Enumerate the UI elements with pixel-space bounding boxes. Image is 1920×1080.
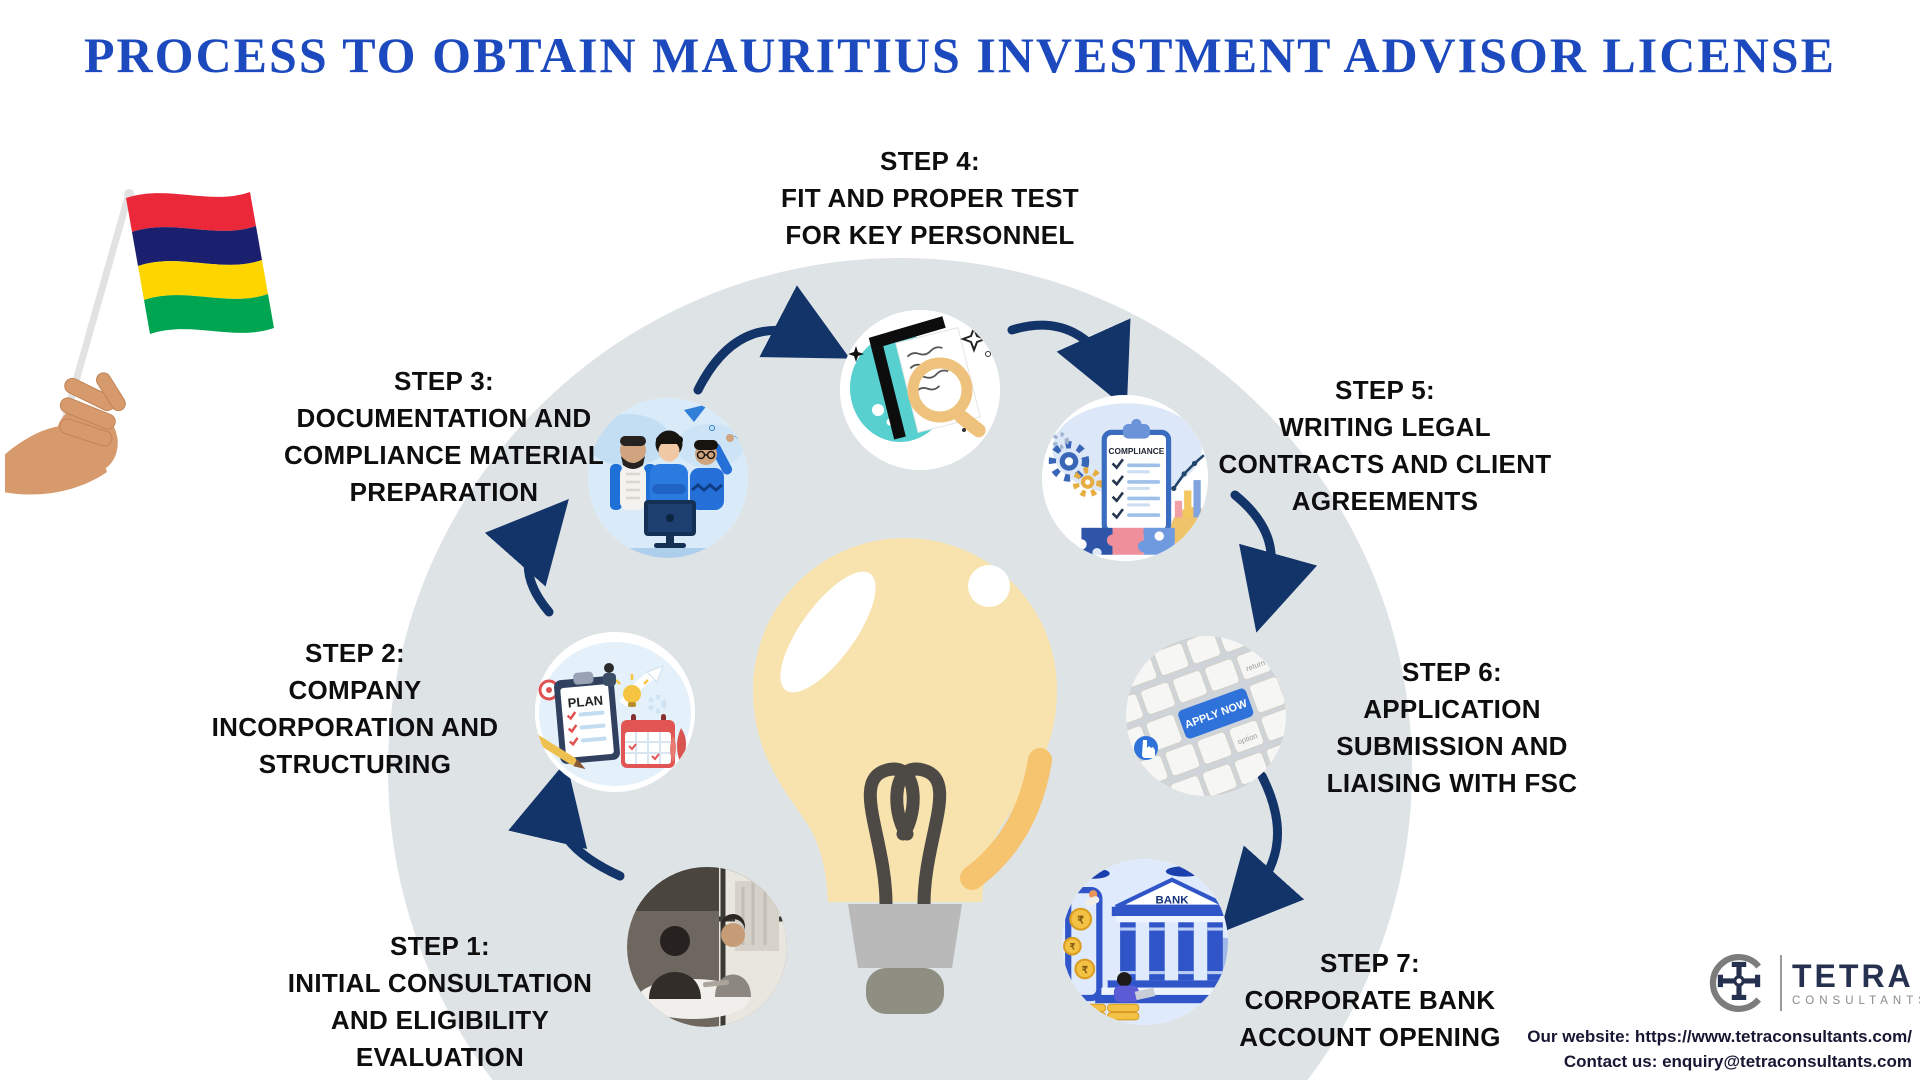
step-3-text: STEP 3: DOCUMENTATION AND COMPLIANCE MAT… [284,363,604,511]
step-label: STEP 3: [394,366,494,396]
step-line: PREPARATION [349,477,539,507]
lightbulb-icon [753,538,1057,1014]
hand [5,372,126,495]
step-line: STRUCTURING [258,749,452,779]
step-line: INCORPORATION AND [211,712,499,742]
logo-subtitle: CONSULTANTS [1792,994,1920,1007]
plan-label: PLAN [567,693,604,711]
logo-divider [1780,955,1782,1011]
step-4-text: STEP 4: FIT AND PROPER TEST FOR KEY PERS… [781,143,1079,254]
step-6-icon: return APPLY NOW option [1126,636,1286,796]
step-2-icon: PLAN [535,632,695,792]
bank-building-illustration: BANK ₹ ₹ ₹ [1062,859,1228,1025]
step-1-text: STEP 1: INITIAL CONSULTATION AND ELIGIBI… [288,928,593,1076]
page-title: PROCESS TO OBTAIN MAURITIUS INVESTMENT A… [84,27,1836,83]
step-1-icon [627,867,787,1027]
step-line: WRITING LEGAL [1279,412,1491,442]
bank-label: BANK [1155,895,1189,907]
arrow-step2-to-step3 [484,499,569,617]
step-line: FOR KEY PERSONNEL [785,220,1075,250]
mauritius-flag [5,189,274,495]
step-label: STEP 5: [1335,375,1435,405]
document-magnifier-illustration [840,310,1000,470]
step-label: STEP 4: [880,146,980,176]
step-label: STEP 2: [305,638,405,668]
arrow-step5-to-step6 [1230,490,1318,633]
step-line: ACCOUNT OPENING [1239,1022,1501,1052]
step-line: AGREEMENTS [1291,486,1479,516]
logo-name: TETRA [1792,957,1914,994]
step-line: LIAISING WITH FSC [1326,768,1578,798]
arrow-step4-to-step5 [1007,318,1131,409]
arrow-step6-to-step7 [1220,771,1305,933]
step-5-icon: COMPLIANCE [1042,395,1208,561]
tetra-consultants-logo: TETRA CONSULTANTS [1708,952,1920,1014]
footer-contact: Our website: https://www.tetraconsultant… [1527,1024,1912,1074]
compass-cross-icon [1709,954,1762,1012]
step-line: CONTRACTS AND CLIENT [1218,449,1552,479]
step-5-text: STEP 5: WRITING LEGAL CONTRACTS AND CLIE… [1219,372,1552,520]
step-line: INITIAL CONSULTATION [287,968,593,998]
step-label: STEP 7: [1320,948,1420,978]
plan-clipboard-illustration: PLAN [535,632,695,792]
step-line: AND ELIGIBILITY [330,1005,550,1035]
step-label: STEP 1: [390,931,490,961]
step-7-text: STEP 7: CORPORATE BANK ACCOUNT OPENING [1239,945,1501,1056]
step-label: STEP 6: [1402,657,1502,687]
rupee-coin-1: ₹ [1077,915,1084,926]
step-line: COMPANY [288,675,422,705]
website-text: Our website: https://www.tetraconsultant… [1527,1027,1912,1046]
rupee-coin-3: ₹ [1082,965,1088,975]
step-line: EVALUATION [355,1042,525,1072]
team-documentation-illustration: + + [588,398,748,558]
step-2-text: STEP 2: COMPANY INCORPORATION AND STRUCT… [212,635,499,783]
step-line: DOCUMENTATION AND [296,403,592,433]
consultation-meeting-photo [627,867,787,1027]
apply-now-keyboard-photo: return APPLY NOW option [1126,636,1286,796]
step-6-text: STEP 6: APPLICATION SUBMISSION AND LIAIS… [1327,654,1578,802]
rupee-coin-2: ₹ [1070,941,1075,951]
step-line: APPLICATION [1363,694,1541,724]
arrow-step1-to-step2 [508,760,625,881]
compliance-checklist-illustration: COMPLIANCE [1042,395,1208,561]
arrow-step3-to-step4 [693,285,850,395]
step-line: CORPORATE BANK [1244,985,1496,1015]
step-4-icon [840,310,1000,470]
step-line: SUBMISSION AND [1336,731,1568,761]
step-3-icon: + + [588,398,748,558]
step-line: FIT AND PROPER TEST [781,183,1079,213]
contact-text: Contact us: enquiry@tetraconsultants.com [1563,1052,1912,1071]
step-7-icon: BANK ₹ ₹ ₹ [1062,859,1228,1025]
step-line: COMPLIANCE MATERIAL [283,440,605,470]
svg-text:+: + [734,431,740,443]
compliance-label: COMPLIANCE [1109,446,1165,456]
